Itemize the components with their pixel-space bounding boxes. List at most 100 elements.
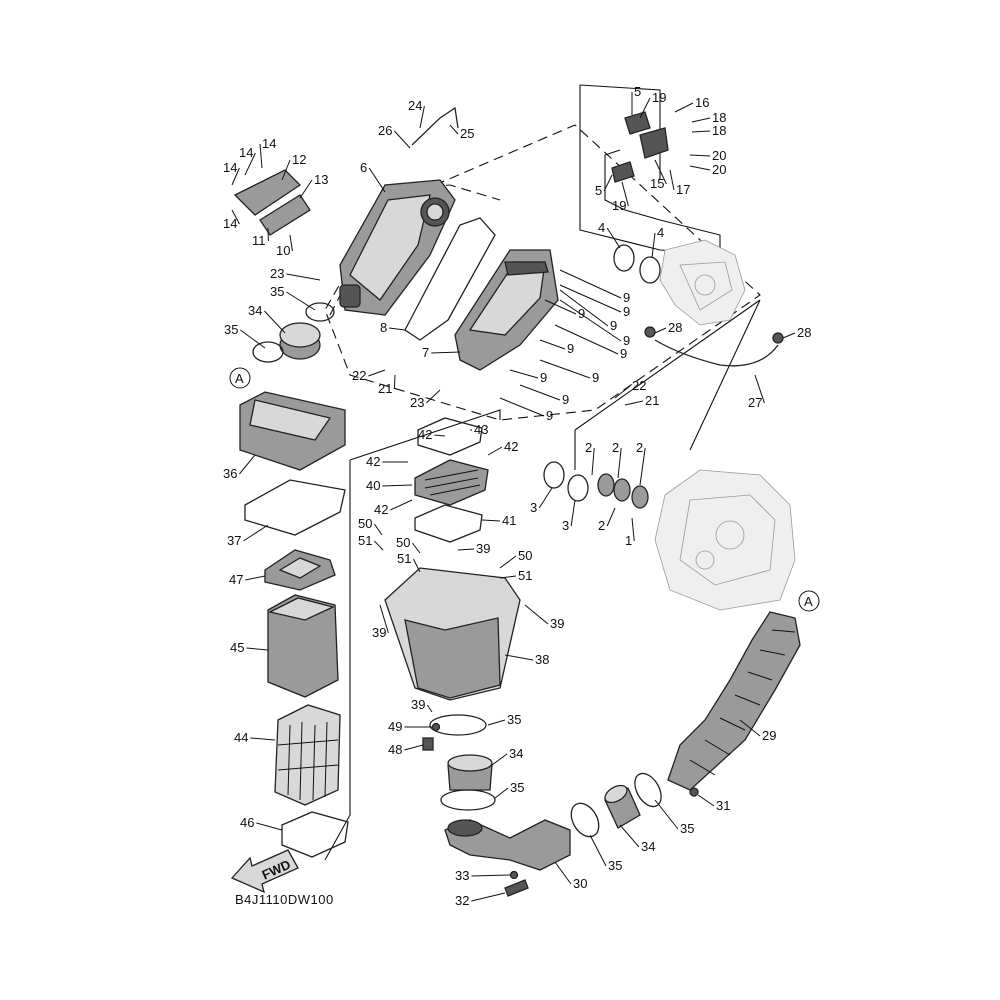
callout-leader [389, 327, 406, 331]
callout-leader [559, 284, 622, 313]
callout-50: 50 [358, 516, 372, 531]
part-41-gasket [414, 504, 483, 543]
callout-leader [544, 299, 577, 315]
callout-20: 20 [712, 162, 726, 177]
callout-42: 42 [374, 502, 388, 517]
callout-48: 48 [388, 742, 402, 757]
callout-leader [239, 454, 256, 475]
drawing-code: B4J1110DW100 [235, 892, 334, 907]
callout-leader [374, 540, 384, 551]
callout-9: 9 [562, 392, 569, 407]
callout-leader [250, 737, 276, 741]
callout-leader [245, 575, 266, 581]
part-37-gasket [244, 479, 346, 536]
callout-leader [519, 384, 561, 401]
callout-51: 51 [397, 551, 411, 566]
part-4-clamp-a [613, 244, 635, 272]
callout-22: 22 [352, 368, 366, 383]
callout-31: 31 [716, 798, 730, 813]
part-35-clamp-a [305, 302, 335, 322]
callout-leader [426, 389, 441, 404]
callout-leader [373, 523, 383, 536]
callout-leader [499, 397, 545, 417]
part-13-plate [259, 194, 311, 236]
callout-40: 40 [366, 478, 380, 493]
callout-leader [674, 102, 694, 113]
callout-47: 47 [229, 572, 243, 587]
svg-text:A: A [804, 594, 813, 609]
callout-41: 41 [502, 513, 516, 528]
callout-leader [487, 446, 503, 456]
callout-leader [481, 519, 501, 522]
callout-leader [243, 524, 269, 542]
callout-leader [419, 105, 425, 129]
callout-34: 34 [509, 746, 523, 761]
callout-10: 10 [276, 243, 290, 258]
callout-leader [259, 143, 263, 169]
callout-leader [603, 174, 613, 192]
callout-leader [240, 329, 266, 349]
callout-leader [491, 753, 508, 766]
callout-50: 50 [396, 535, 410, 550]
callout-leader [639, 97, 651, 119]
callout-23: 23 [410, 395, 424, 410]
part-3-clamp-b [567, 474, 589, 502]
svg-text:A: A [235, 371, 244, 386]
part-19-holder-b [611, 161, 635, 183]
callout-leader [559, 269, 622, 299]
callout-3: 3 [562, 518, 569, 533]
part-48-drain [422, 737, 434, 751]
part-35-clamp-d [440, 789, 496, 811]
callout-36: 36 [223, 466, 237, 481]
callout-leader [614, 385, 631, 399]
callout-15: 15 [650, 176, 664, 191]
callout-27: 27 [748, 395, 762, 410]
callout-leader [289, 234, 293, 252]
callout-32: 32 [455, 893, 469, 908]
callout-leader [246, 647, 269, 651]
callout-leader [449, 124, 459, 135]
callout-9: 9 [623, 333, 630, 348]
callout-leader [570, 499, 576, 527]
callout-44: 44 [234, 730, 248, 745]
callout-leader [393, 374, 396, 390]
callout-9: 9 [623, 290, 630, 305]
callout-2: 2 [636, 440, 643, 455]
part-44-filter-cage [274, 704, 341, 806]
callout-9: 9 [623, 304, 630, 319]
part-35-clamp-f [634, 772, 662, 808]
part-34-sleeve-lower [604, 784, 641, 829]
callout-leader [471, 892, 506, 902]
part-12-plate [233, 169, 302, 216]
callout-leader [554, 861, 572, 885]
part-38-lower-case [384, 567, 521, 701]
callout-leader [264, 310, 286, 334]
callout-39: 39 [372, 625, 386, 640]
callout-leaders [231, 92, 796, 902]
callout-45: 45 [230, 640, 244, 655]
callout-leader [624, 400, 644, 406]
part-45-filter-element [267, 594, 339, 698]
callout-51: 51 [518, 568, 532, 583]
callout-35: 35 [510, 780, 524, 795]
callout-23: 23 [270, 266, 284, 281]
callout-leader [231, 209, 240, 225]
callout-leader [539, 359, 591, 379]
part-33-bolt [509, 870, 519, 880]
crank-link-frame [574, 299, 761, 470]
callout-leader [426, 704, 433, 713]
callout-leader [368, 369, 386, 377]
callout-34: 34 [641, 839, 655, 854]
callout-20: 20 [712, 148, 726, 163]
callout-leader [404, 744, 424, 751]
callout-leader [691, 117, 711, 123]
callout-35: 35 [224, 322, 238, 337]
callout-13: 13 [314, 172, 328, 187]
callout-2: 2 [612, 440, 619, 455]
callout-leader [697, 794, 715, 807]
fwd-arrow: FWD [230, 849, 299, 894]
callout-leader [412, 558, 421, 573]
callout-leader [524, 604, 549, 625]
ref-marker-a-right: A [798, 590, 820, 612]
